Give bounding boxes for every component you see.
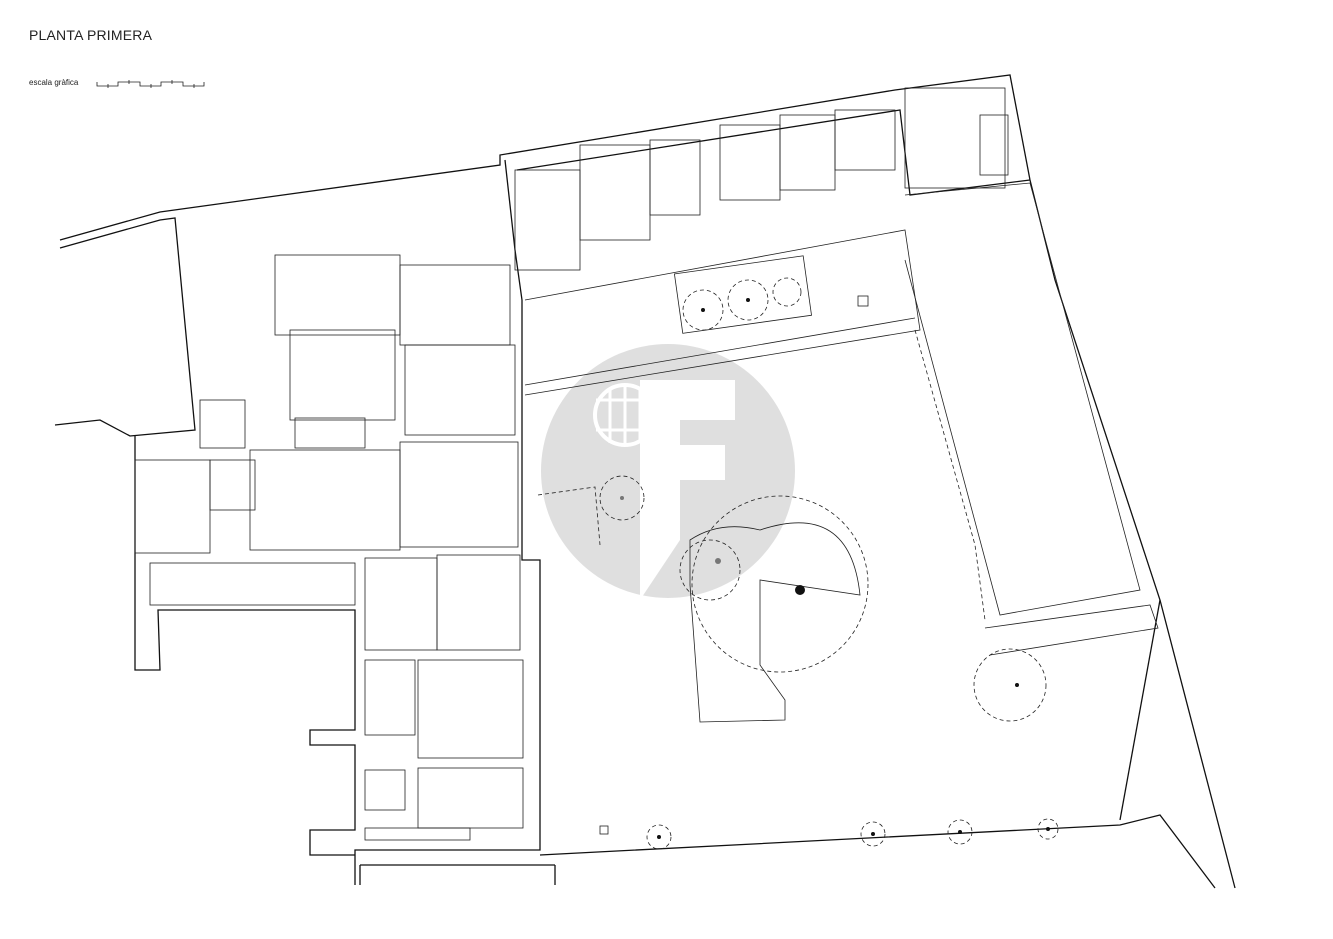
garden-fence: [537, 486, 601, 546]
scale-label: escala gràfica: [29, 78, 79, 87]
plan-title: PLANTA PRIMERA: [29, 27, 153, 43]
watermark-logo: [541, 344, 795, 600]
interior-walls: [134, 87, 1159, 841]
central-structure: [679, 495, 869, 723]
scale-bar: [96, 80, 205, 88]
trees: [599, 277, 1059, 850]
colonnade: [914, 329, 986, 621]
